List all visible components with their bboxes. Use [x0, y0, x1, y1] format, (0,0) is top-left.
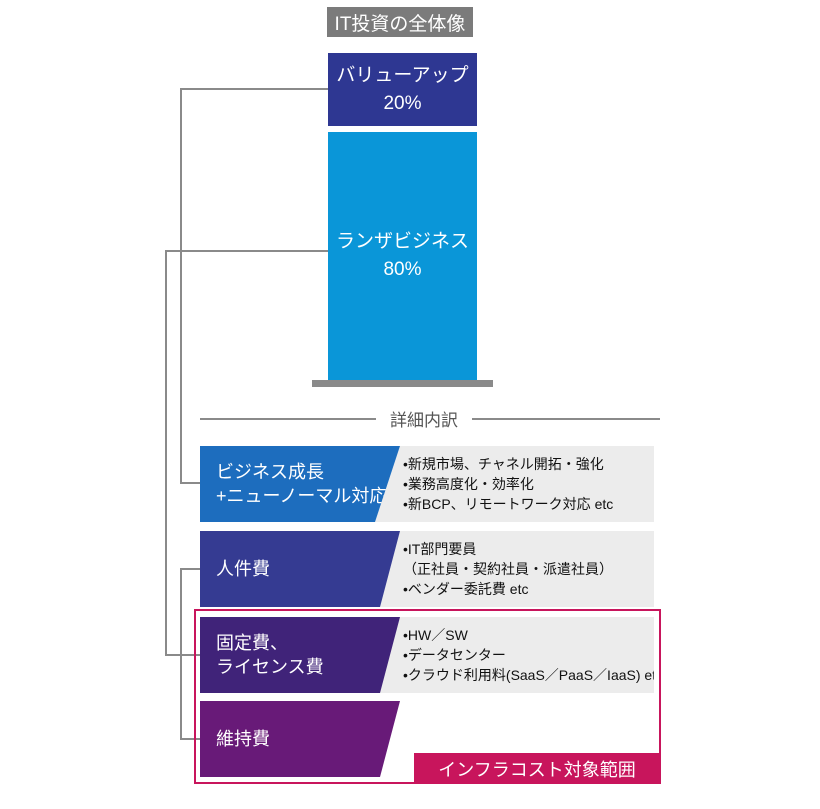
detail-item: •IT部門要員 — [403, 541, 477, 557]
detail-item: •業務高度化・効率化 — [403, 476, 534, 492]
diagram-title: IT投資の全体像 — [327, 7, 473, 37]
category-business-growth: ビジネス成長 +ニューノーマル対応 — [200, 446, 400, 522]
value-up-label: バリューアップ — [336, 64, 469, 86]
connector-bracket-v — [180, 568, 182, 740]
connector-runbiz-h — [165, 250, 328, 252]
details-business-growth: •新規市場、チャネル開拓・強化 •業務高度化・効率化 •新BCP、リモートワーク… — [375, 446, 654, 522]
stack-baseline — [312, 380, 493, 387]
connector-valueup-v — [180, 88, 182, 484]
divider-left — [200, 418, 376, 420]
detail-item: •新BCP、リモートワーク対応 etc — [403, 496, 614, 512]
connector-valueup-to-cat1 — [180, 482, 200, 484]
connector-bracket-to-cat4 — [180, 738, 200, 740]
category-line1: 人件費 — [216, 559, 270, 579]
connector-runbiz-to-cat3 — [165, 654, 200, 656]
category-maintenance: 維持費 — [200, 701, 400, 777]
run-business-percent: 80% — [383, 259, 422, 280]
detail-item: （正社員・契約社員・派遣社員） — [403, 561, 613, 577]
category-line1: ビジネス成長 — [216, 462, 324, 482]
category-personnel: 人件費 — [200, 531, 400, 607]
detail-item: •HW／SW — [403, 627, 468, 643]
detail-item: •ベンダー委託費 etc — [403, 581, 529, 597]
details-fixed-license: •HW／SW •データセンター •クラウド利用料(SaaS／PaaS／IaaS)… — [375, 617, 654, 693]
category-line1: 固定費、 — [216, 633, 288, 653]
details-personnel: •IT部門要員 （正社員・契約社員・派遣社員） •ベンダー委託費 etc — [375, 531, 654, 607]
category-line2: ライセンス費 — [216, 657, 324, 677]
connector-bracket-to-cat2 — [180, 568, 200, 570]
connector-valueup-h — [180, 88, 328, 90]
run-business-block: ランザビジネス 80% — [328, 132, 477, 380]
detail-item: •データセンター — [403, 647, 506, 663]
breakdown-header: 詳細内訳 — [390, 411, 458, 430]
connector-runbiz-v — [165, 250, 167, 656]
category-fixed-license: 固定費、 ライセンス費 — [200, 617, 400, 693]
value-up-percent: 20% — [383, 92, 422, 114]
category-line2: +ニューノーマル対応 — [216, 486, 388, 506]
run-business-label: ランザビジネス — [335, 231, 469, 252]
value-up-block: バリューアップ 20% — [328, 53, 477, 126]
detail-item: •新規市場、チャネル開拓・強化 — [403, 456, 604, 472]
category-line1: 維持費 — [216, 729, 270, 749]
infra-scope-label: インフラコスト対象範囲 — [414, 753, 660, 784]
divider-right — [472, 418, 660, 420]
detail-item: •クラウド利用料(SaaS／PaaS／IaaS) etc — [403, 667, 664, 683]
